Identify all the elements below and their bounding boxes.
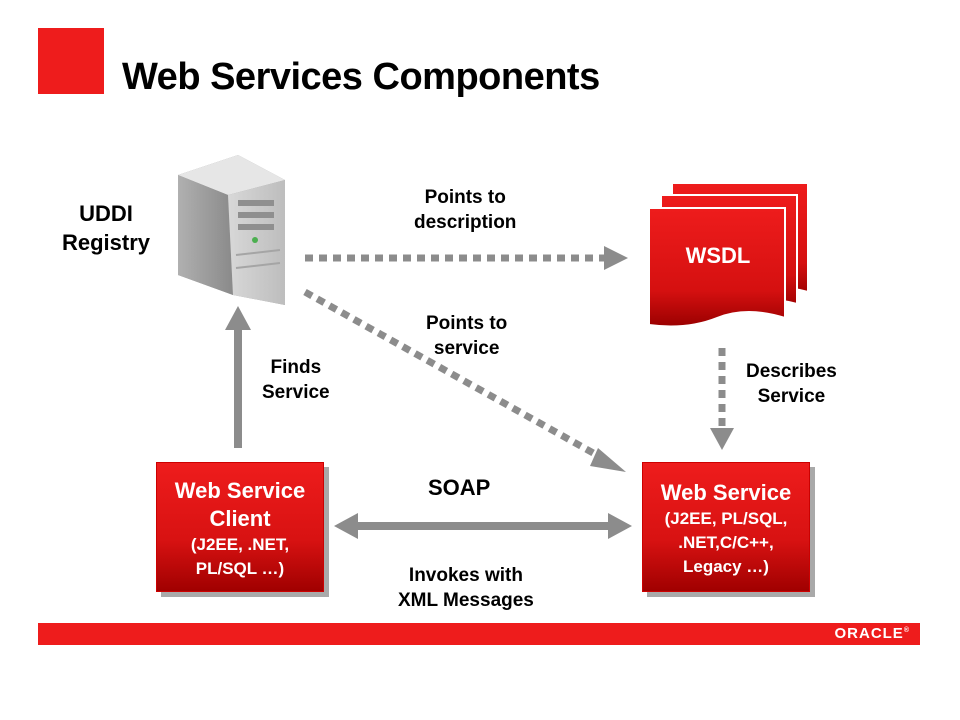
web-service-box: Web Service (J2EE, PL/SQL, .NET,C/C++, L… [642,462,810,592]
client-title-line2: Client [209,506,271,531]
server-icon [178,155,285,305]
service-platforms-line3: Legacy …) [683,557,769,576]
oracle-logo: ORACLE® [834,625,910,642]
describes-service-label: Describes Service [746,361,837,407]
arrow-points-to-service [303,288,626,472]
title-accent-square [38,28,104,94]
arrow-finds-service [225,306,251,448]
finds-service-label: Finds Service [262,357,330,403]
web-service-client-box: Web Service Client (J2EE, .NET, PL/SQL …… [156,462,324,592]
arrow-soap [334,513,632,539]
service-platforms-line1: (J2EE, PL/SQL, [664,509,788,528]
client-platforms-line2: PL/SQL …) [195,559,285,578]
soap-label: SOAP [428,475,491,500]
uddi-registry-label: UDDI Registry [62,201,151,255]
service-title: Web Service [660,480,792,505]
invokes-xml-messages-label: Invokes with XML Messages [398,565,534,611]
arrow-describes-service [710,348,734,450]
page-title: Web Services Components [122,56,600,98]
client-platforms-line1: (J2EE, .NET, [190,535,290,554]
arrow-points-to-description [305,246,628,270]
footer-bar: ORACLE® [38,623,920,645]
wsdl-document-stack-icon [648,182,809,328]
wsdl-label: WSDL [686,243,751,268]
service-platforms-line2: .NET,C/C++, [678,533,774,552]
points-to-service-label: Points to service [426,313,508,359]
points-to-description-label: Points to description [414,187,517,233]
client-title-line1: Web Service [174,478,306,503]
